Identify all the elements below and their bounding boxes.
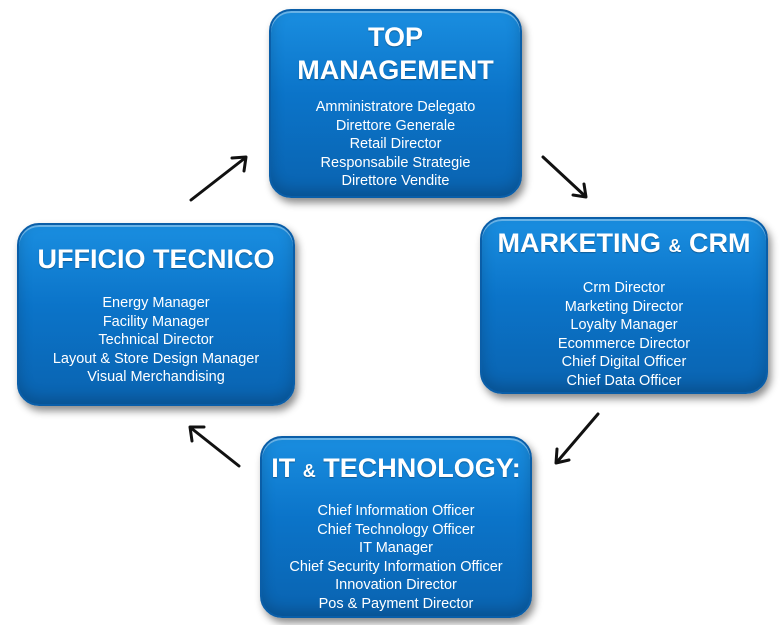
arrow-it-to-ufficio (189, 426, 241, 468)
it-technology-role-list: Chief Information Officer Chief Technolo… (262, 502, 530, 613)
ufficio-tecnico-box: UFFICIO TECNICO Energy Manager Facility … (17, 223, 295, 406)
role-item: Retail Director (349, 136, 442, 152)
role-item: Marketing Director (564, 298, 684, 315)
ufficio-tecnico-role-list: Energy Manager Facility Manager Technica… (19, 294, 293, 387)
role-item: Visual Merchandising (87, 369, 225, 385)
marketing-crm-role-list: Crm Director Marketing Director Loyalty … (482, 279, 766, 390)
arrow-top-to-marketing-head (571, 182, 588, 199)
it-technology-title-amp: & (302, 461, 316, 481)
it-technology-title-pre: IT (271, 453, 296, 483)
role-item: Direttore Vendite (341, 173, 450, 189)
marketing-crm-title-amp: & (668, 236, 682, 256)
role-item: Layout & Store Design Manager (52, 350, 260, 367)
arrow-top-to-marketing (541, 155, 587, 198)
arrow-it-to-ufficio-head (188, 425, 206, 443)
role-item: Responsabile Strategie (320, 154, 471, 171)
role-item: Loyalty Manager (570, 317, 678, 333)
role-item: Chief Security Information Officer (289, 558, 503, 575)
marketing-crm-title-post: CRM (689, 228, 751, 258)
marketing-crm-title-pre: MARKETING (497, 228, 661, 258)
role-item: Ecommerce Director (557, 335, 691, 352)
role-item: Chief Information Officer (317, 503, 475, 519)
it-technology-title: IT & TECHNOLOGY: (262, 452, 530, 488)
arrow-ufficio-to-top-head (230, 155, 248, 173)
role-item: Technical Director (98, 332, 214, 348)
arrow-ufficio-to-top (189, 156, 247, 202)
top-management-role-list: Amministratore Delegato Direttore Genera… (271, 98, 520, 191)
role-item: Chief Technology Officer (317, 521, 475, 538)
arrow-marketing-to-it-head (554, 447, 571, 465)
top-management-title-line1: TOP (367, 22, 423, 52)
role-item: Pos & Payment Director (318, 595, 474, 612)
it-technology-title-post: TECHNOLOGY: (323, 453, 521, 483)
role-item: IT Manager (359, 540, 433, 556)
role-item: Direttore Generale (335, 117, 456, 134)
role-item: Crm Director (582, 280, 666, 296)
role-item: Facility Manager (102, 313, 210, 330)
it-technology-box: IT & TECHNOLOGY: Chief Information Offic… (260, 436, 532, 618)
role-item: Energy Manager (102, 295, 210, 311)
top-management-title: TOP MANAGEMENT (271, 21, 520, 87)
role-item: Amministratore Delegato (315, 99, 476, 115)
marketing-crm-box: MARKETING & CRM Crm Director Marketing D… (480, 217, 768, 394)
top-management-title-line2: MANAGEMENT (297, 55, 494, 85)
ufficio-tecnico-title: UFFICIO TECNICO (37, 244, 275, 274)
role-item: Chief Digital Officer (561, 354, 687, 370)
marketing-crm-title: MARKETING & CRM (482, 227, 766, 263)
top-management-box: TOP MANAGEMENT Amministratore Delegato D… (269, 9, 522, 198)
role-item: Chief Data Officer (566, 372, 682, 389)
arrow-marketing-to-it (555, 412, 600, 464)
role-item: Innovation Director (335, 577, 457, 593)
